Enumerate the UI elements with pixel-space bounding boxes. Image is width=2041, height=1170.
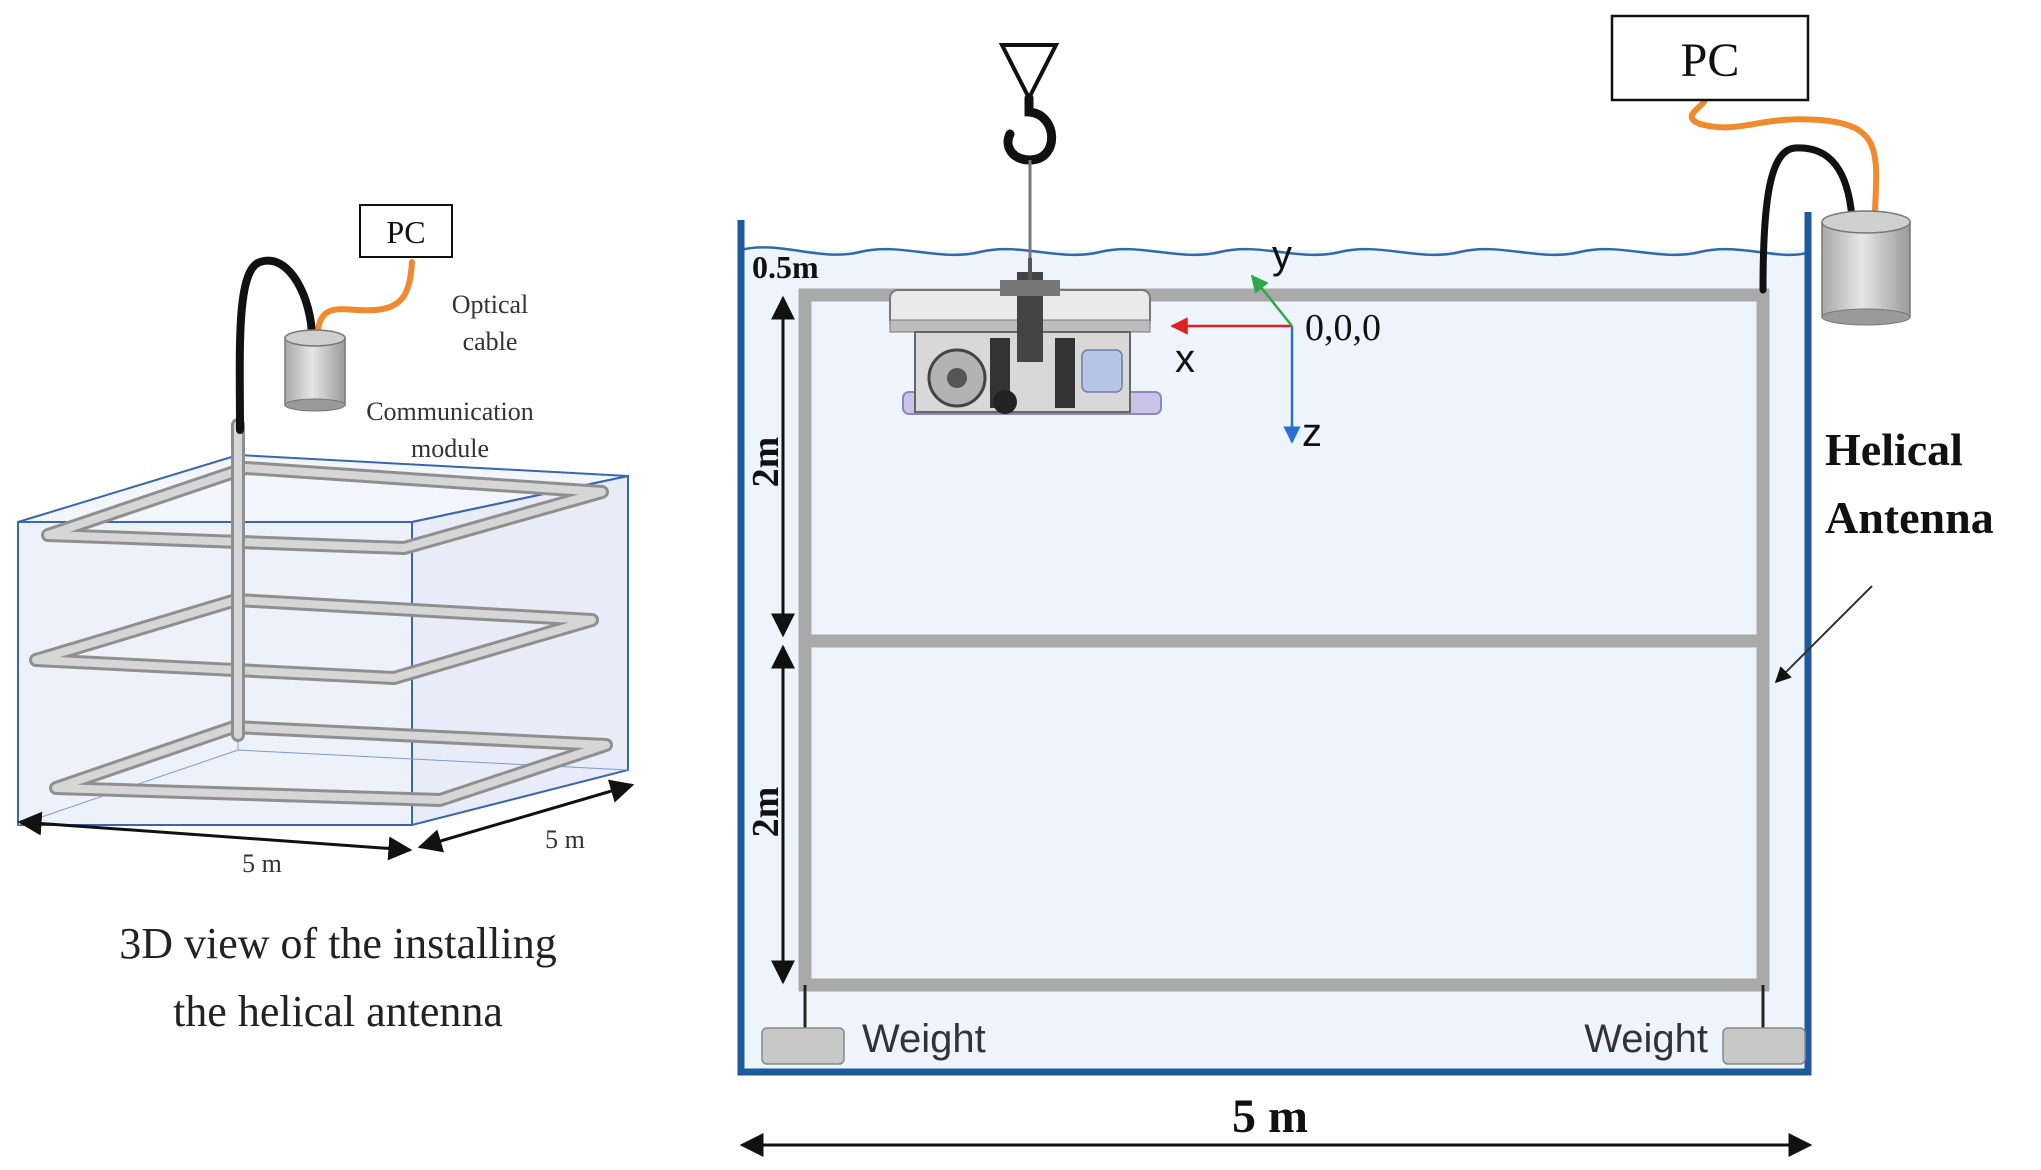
origin-label: 0,0,0 [1305,307,1381,349]
data-cable-right [1759,144,1856,294]
lower-depth-label: 2m [745,787,787,838]
depth-dimension-arrow [417,779,635,853]
right-front-view: Weight Weight 2m 2m 0.5m [737,14,1994,1157]
optical-cable-3d [315,259,415,333]
antenna-label-line2: Antenna [1825,492,1994,543]
data-cable-3d [235,256,316,434]
coordinate-axes: x z y 0,0,0 [1170,233,1381,455]
pc-box-right [1610,14,1810,102]
antenna-rings-3d [29,418,613,807]
optical-cable-right [1688,97,1880,213]
width-dimension-label: 5 m [242,849,282,878]
crane-hook-icon [998,43,1060,260]
upper-depth-label: 2m [745,437,787,488]
caption-line1: 3D view of the installing [119,919,557,968]
optical-cable-label-line2: cable [463,327,518,356]
pc-label-right: PC [1681,34,1740,87]
communication-module-right [1821,210,1911,326]
weight-block-right [1722,1027,1806,1065]
left-3d-view: PC Optical cable Communication module 5 … [17,204,635,1036]
weight-left-label: Weight [862,1017,986,1061]
communication-module-label-line1: Communication [366,397,534,426]
helical-antenna-pointer [1774,585,1873,684]
surface-gap-label: 0.5m [752,249,819,285]
optical-cable-label-line1: Optical [452,290,529,319]
axis-x-label: x [1175,337,1195,381]
communication-module-3d [284,329,346,412]
weight-block-left [761,1027,845,1065]
water-surface [739,246,1811,257]
pc-label-left: PC [386,214,425,250]
width-dimension-arrow [17,811,413,861]
tank-width-label: 5 m [1232,1090,1308,1143]
weight-right-label: Weight [1584,1017,1708,1061]
depth-dimension-label: 5 m [545,825,585,854]
antenna-frame [798,288,1770,992]
caption-line2: the helical antenna [173,987,503,1036]
axis-y-arrow [1250,274,1293,327]
axis-z-label: z [1302,411,1322,455]
water-body [740,250,1810,1070]
antenna-label-line1: Helical [1825,424,1963,475]
tank-walls [737,212,1812,1076]
pc-box-left [359,204,453,258]
communication-module-label-line2: module [411,434,489,463]
underwater-vehicle [889,258,1162,415]
axis-y-label: y [1272,233,1292,277]
